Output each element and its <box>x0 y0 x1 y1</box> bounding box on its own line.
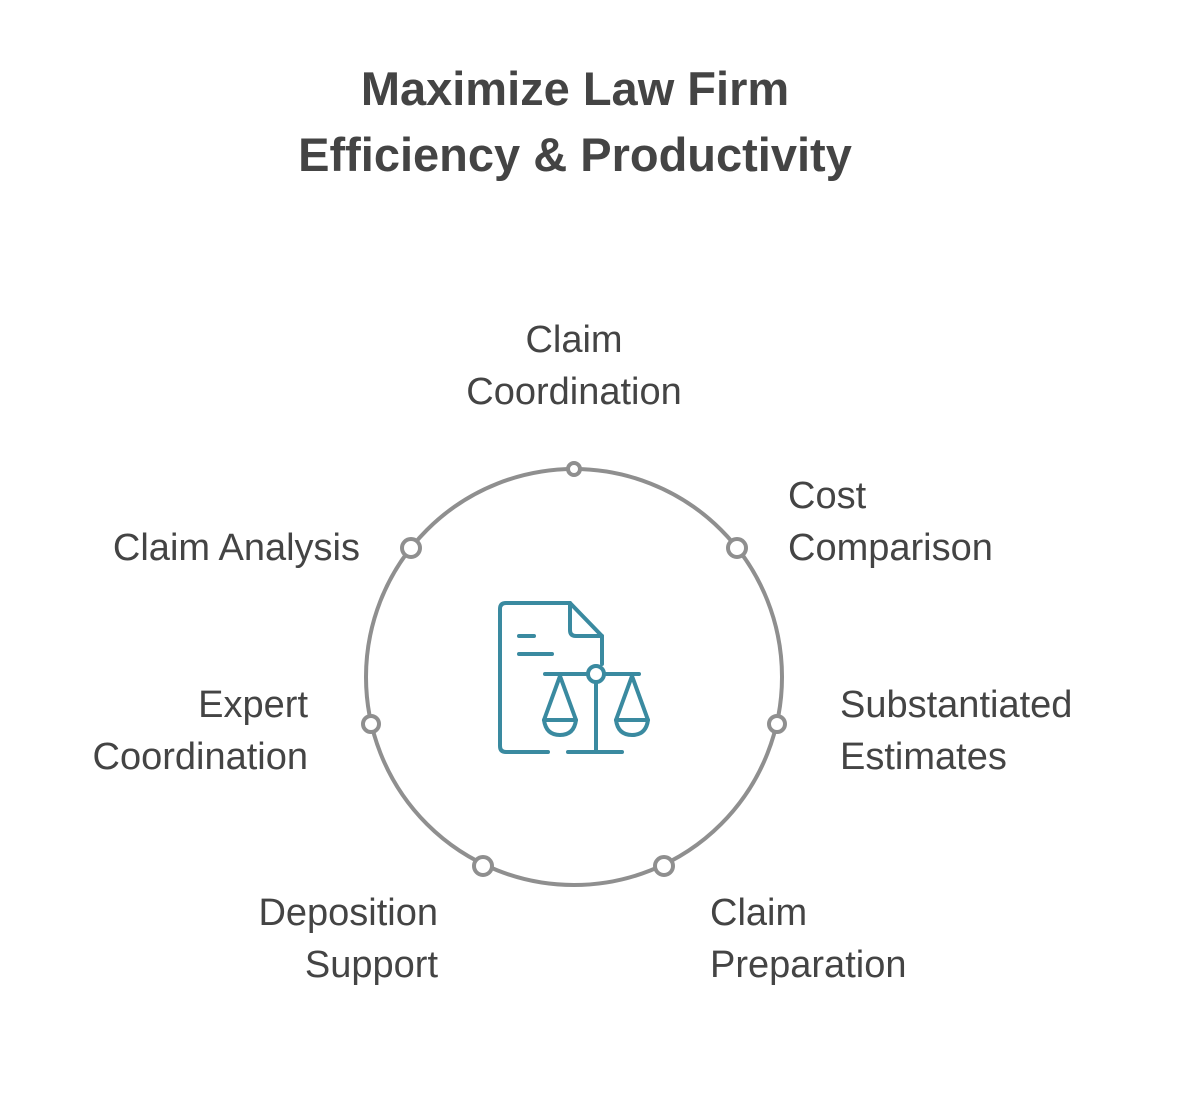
title-line-1: Maximize Law Firm <box>360 62 790 115</box>
node-cost-comparison <box>726 537 748 559</box>
legal-document-scales-icon <box>498 601 650 754</box>
node-expert-coordination <box>361 714 381 734</box>
item-deposition-support: Deposition Support <box>258 892 438 986</box>
item-expert-coordination: Expert Coordination <box>92 684 308 778</box>
cycle-ring <box>364 467 784 887</box>
node-claim-analysis <box>400 537 422 559</box>
node-claim-coordination <box>566 461 582 477</box>
node-deposition-support <box>472 855 494 877</box>
page-title: Maximize Law Firm Efficiency & Productiv… <box>0 56 1150 188</box>
title-line-2: Efficiency & Productivity <box>298 128 852 181</box>
item-claim-coordination: Claim Coordination <box>466 319 682 413</box>
item-cost-comparison: Cost Comparison <box>788 475 993 569</box>
item-claim-preparation: Claim Preparation <box>710 892 907 986</box>
item-substantiated-estimates: Substantiated Estimates <box>840 684 1073 778</box>
item-claim-analysis: Claim Analysis <box>112 527 360 569</box>
node-claim-preparation <box>653 855 675 877</box>
node-substantiated-estimates <box>767 714 787 734</box>
